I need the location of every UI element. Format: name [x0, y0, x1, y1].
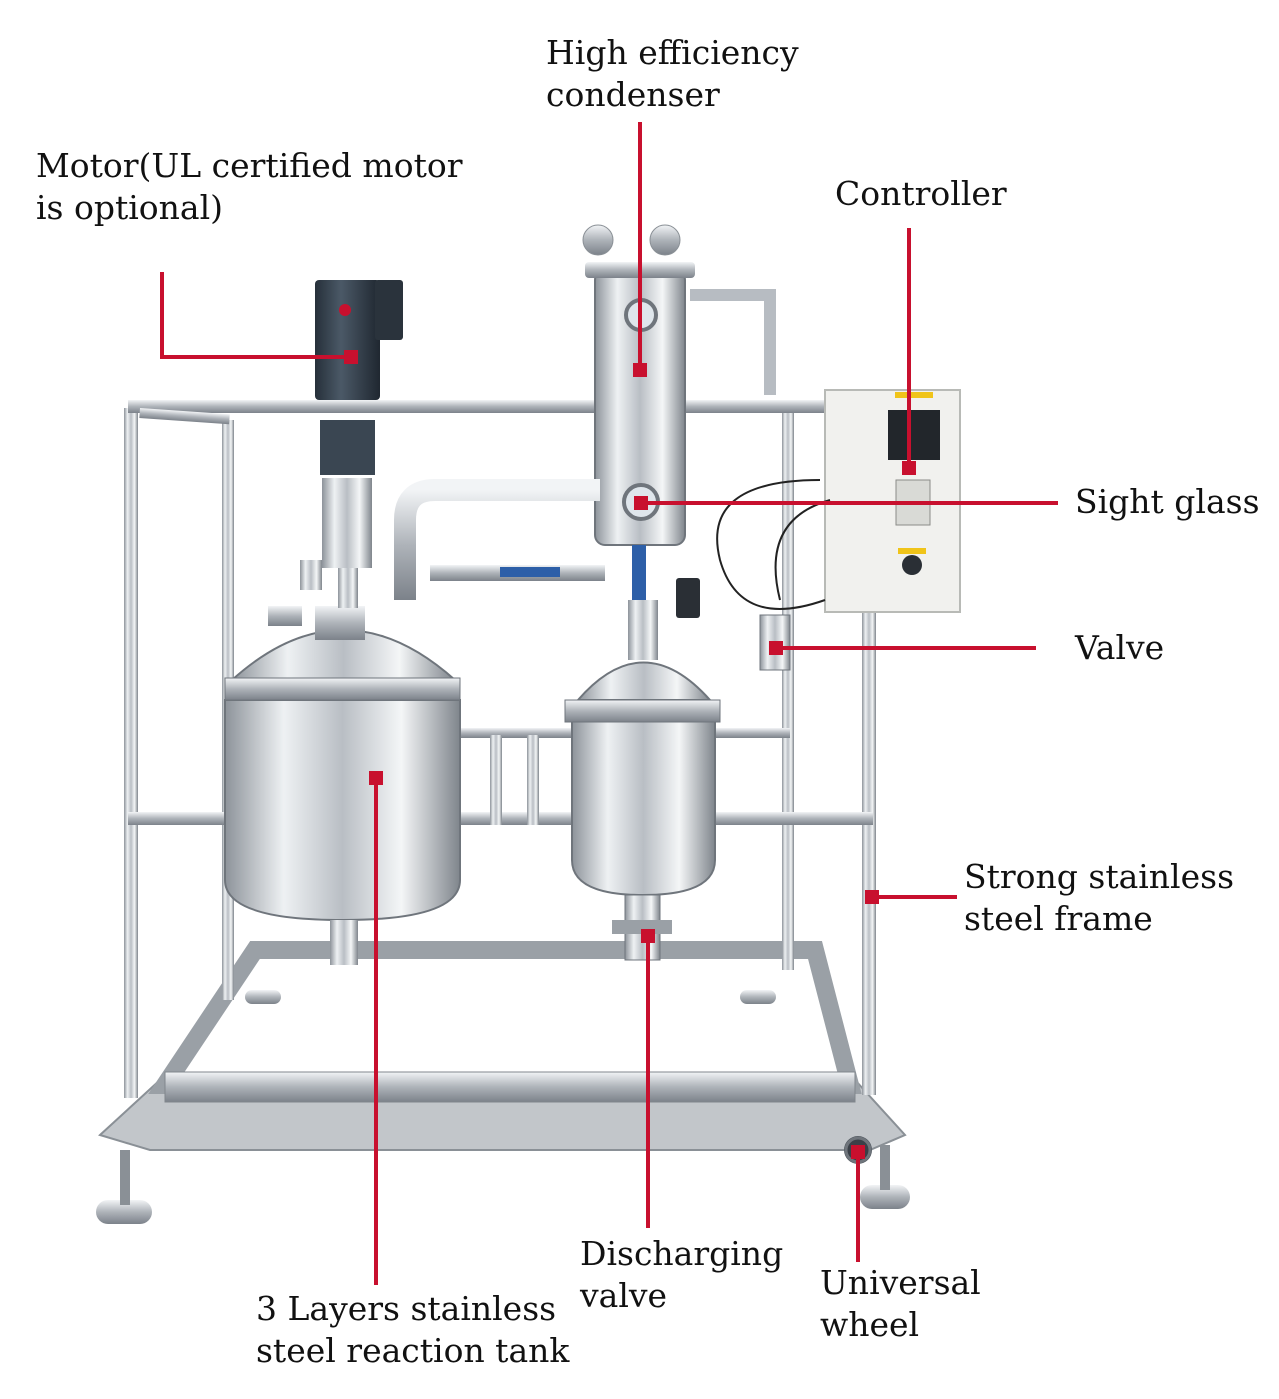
label-tank: 3 Layers stainless steel reaction tank — [256, 1288, 569, 1372]
label-motor: Motor(UL certified motor is optional) — [36, 145, 462, 229]
leader-valve-dot — [769, 641, 783, 655]
leader-tank-dot — [369, 771, 383, 785]
leader-controller-dot — [902, 461, 916, 475]
label-tank-line2: steel reaction tank — [256, 1331, 570, 1370]
leader-wheel-dot — [851, 1145, 865, 1159]
label-wheel: Universal wheel — [820, 1262, 981, 1346]
frame-icon — [96, 395, 910, 1224]
label-condenser-line2: condenser — [546, 75, 720, 114]
label-discharge-line2: valve — [580, 1276, 668, 1315]
label-sight-glass: Sight glass — [1075, 481, 1260, 523]
label-condenser: High efficiency condenser — [546, 32, 799, 116]
label-wheel-line2: wheel — [820, 1305, 920, 1344]
label-frame-line1: Strong stainless — [964, 857, 1235, 896]
leader-motor-dot — [344, 350, 358, 364]
receiver-tank-icon — [564, 578, 721, 897]
leader-sight-glass-dot — [634, 496, 648, 510]
label-frame-line2: steel frame — [964, 899, 1153, 938]
label-controller-line1: Controller — [835, 174, 1007, 213]
leader-discharge-dot — [641, 929, 655, 943]
label-discharge-line1: Discharging — [580, 1234, 784, 1273]
label-motor-line2: is optional) — [36, 188, 224, 227]
motor-icon — [315, 280, 403, 608]
label-tank-line1: 3 Layers stainless — [256, 1289, 557, 1328]
leader-frame-dot — [865, 890, 879, 904]
leader-lines — [160, 122, 1058, 1285]
label-wheel-line1: Universal — [820, 1263, 981, 1302]
label-discharge: Discharging valve — [580, 1233, 783, 1317]
label-motor-line1: Motor(UL certified motor — [36, 146, 463, 185]
leader-motor — [160, 272, 352, 359]
leader-condenser-dot — [633, 363, 647, 377]
label-frame: Strong stainless steel frame — [964, 856, 1234, 940]
condenser-icon — [394, 224, 776, 625]
label-valve: Valve — [1075, 627, 1164, 669]
label-sight-glass-line1: Sight glass — [1075, 482, 1260, 521]
discharge-valve-icon — [612, 894, 672, 961]
label-valve-line1: Valve — [1075, 628, 1165, 667]
reaction-tank-icon — [224, 560, 461, 965]
label-condenser-line1: High efficiency — [546, 33, 799, 72]
label-controller: Controller — [835, 173, 1007, 215]
